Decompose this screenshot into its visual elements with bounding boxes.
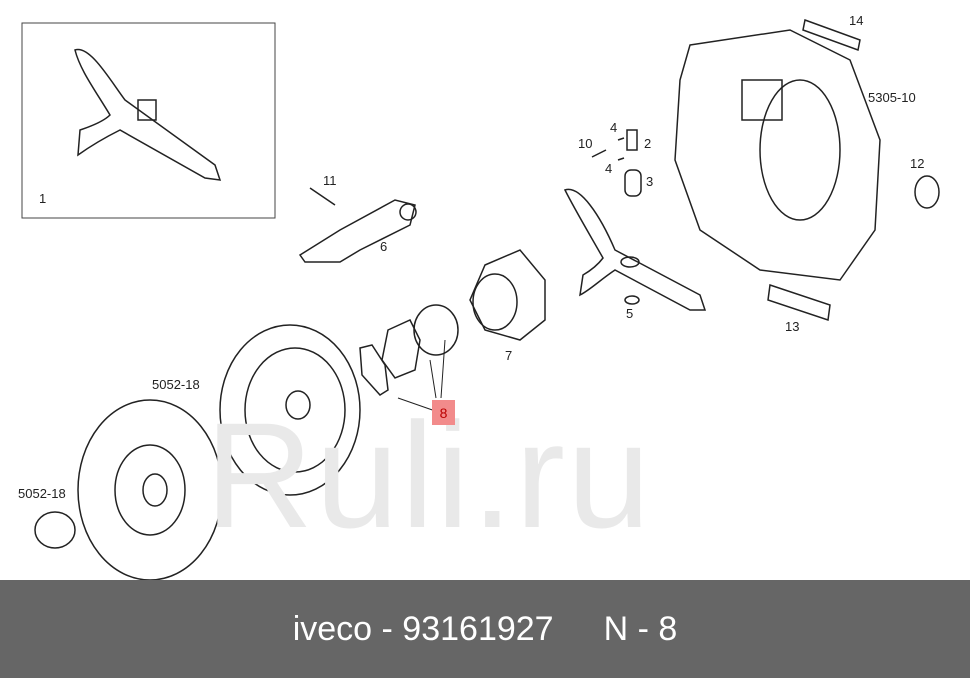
footer-position: N - 8 <box>603 609 678 648</box>
pressure-plate <box>219 324 361 496</box>
callout-11[interactable]: 11 <box>323 173 337 188</box>
watermark: Ruli.ru <box>205 391 653 559</box>
slave-cylinder <box>298 187 417 263</box>
gasket-14 <box>802 18 861 52</box>
callout-5052-18-disc[interactable]: 5052-18 <box>18 486 66 501</box>
inset-box <box>21 22 276 219</box>
release-fork <box>563 188 707 311</box>
callout-1[interactable]: 1 <box>39 191 47 206</box>
release-bearing-7 <box>469 249 546 341</box>
callout-8-highlighted[interactable]: 8 <box>432 400 455 425</box>
callout-5305-10[interactable]: 5305-10 <box>868 90 916 105</box>
pilot-bearing <box>34 511 76 549</box>
callout-13[interactable]: 13 <box>785 319 800 334</box>
callout-5052-18-plate[interactable]: 5052-18 <box>152 377 200 392</box>
callout-10[interactable]: 10 <box>578 136 593 151</box>
clutch-disc <box>77 399 223 580</box>
plug-12 <box>914 175 940 209</box>
callout-4b[interactable]: 4 <box>605 161 613 176</box>
fork-inset <box>74 48 222 181</box>
callout-6[interactable]: 6 <box>380 239 388 254</box>
gasket-13 <box>767 284 831 321</box>
callout-14[interactable]: 14 <box>849 13 864 28</box>
footer-bar: iveco - 93161927 N - 8 <box>0 580 970 678</box>
callout-4a[interactable]: 4 <box>610 120 618 135</box>
parts-diagram <box>21 18 940 580</box>
footer-part-number: iveco - 93161927 <box>292 609 554 648</box>
part-8-set <box>359 304 459 414</box>
callout-7[interactable]: 7 <box>505 348 513 363</box>
sensor-parts <box>591 129 642 305</box>
callout-5[interactable]: 5 <box>626 306 634 321</box>
housing-5305-10 <box>674 29 881 281</box>
callout-2[interactable]: 2 <box>644 136 652 151</box>
callout-12[interactable]: 12 <box>910 156 925 171</box>
callout-3[interactable]: 3 <box>646 174 654 189</box>
